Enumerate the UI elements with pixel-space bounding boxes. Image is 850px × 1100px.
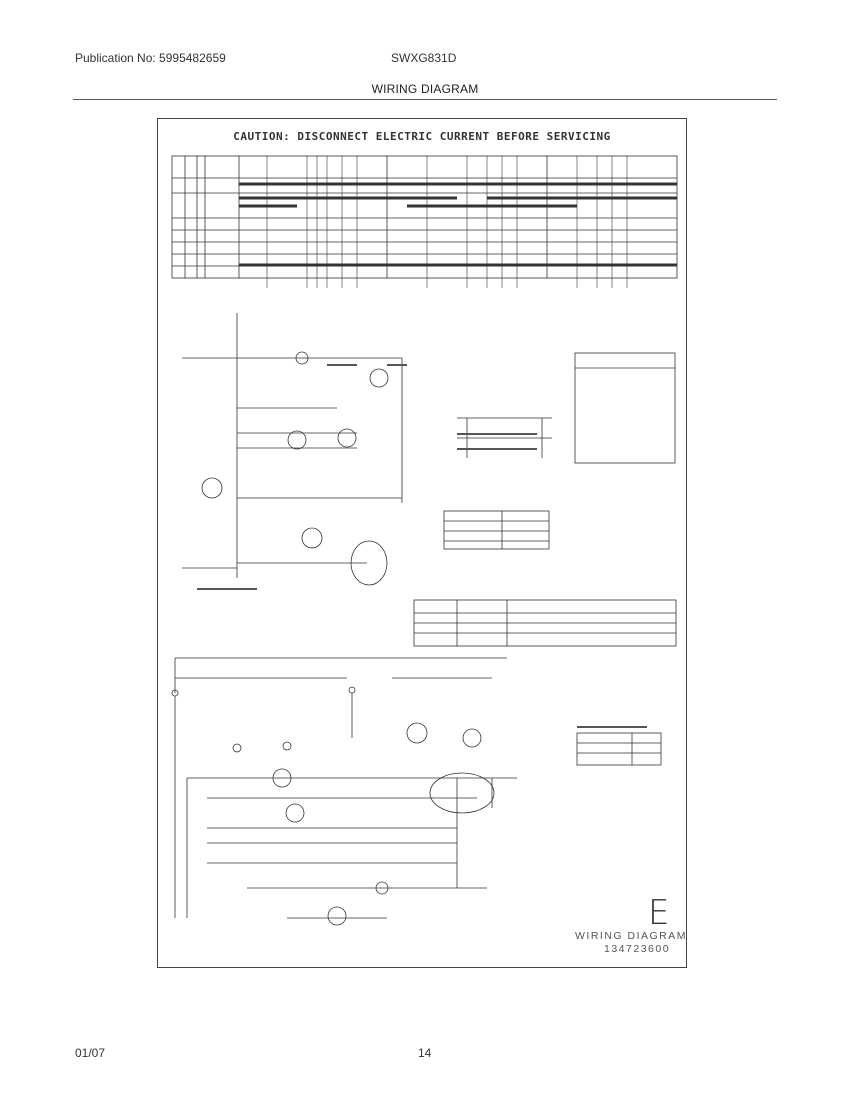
wiring-schematic	[171, 155, 678, 926]
diagram-number: 134723600	[604, 943, 671, 955]
temp-switch-table	[443, 510, 550, 550]
page-letter: E	[648, 893, 670, 933]
legend-table	[574, 352, 676, 464]
publication-number: Publication No: 5995482659	[75, 51, 226, 65]
cycles-table	[413, 599, 677, 647]
upper-circuit	[182, 313, 403, 586]
diagram-label: WIRING DIAGRAM	[575, 930, 687, 942]
diagram-frame	[157, 118, 687, 968]
timer-chart	[171, 155, 678, 288]
header-rule	[73, 99, 777, 100]
footer-date: 01/07	[75, 1046, 106, 1060]
page-title: WIRING DIAGRAM	[371, 82, 479, 96]
page-number: 14	[418, 1046, 432, 1060]
motor-switch-table	[576, 732, 662, 766]
model-number: SWXG831D	[391, 51, 457, 65]
lower-circuit	[171, 657, 517, 926]
caution-banner: CAUTION: DISCONNECT ELECTRIC CURRENT BEF…	[233, 130, 611, 143]
spray-detail	[457, 417, 552, 458]
